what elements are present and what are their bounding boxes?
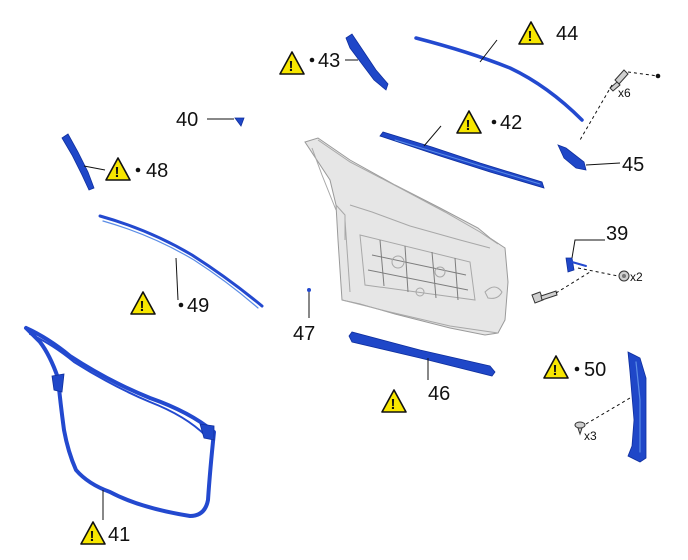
callout-50-dot	[574, 366, 580, 372]
part-40-shape	[234, 117, 245, 127]
callout-45-number: 45	[622, 154, 644, 176]
screw-50-qty: x3	[584, 429, 597, 443]
leader-lines	[83, 39, 659, 520]
warning-icon: !	[456, 110, 482, 134]
warning-mark: !	[289, 58, 294, 75]
warning-mark: !	[391, 396, 396, 413]
door-panel	[304, 137, 509, 336]
part-49-shape	[98, 214, 264, 309]
callout-45: 45	[622, 154, 644, 176]
callout-42-dot	[491, 119, 497, 125]
callout-50-number: 50	[584, 359, 606, 381]
warning-mark: !	[90, 528, 95, 545]
warning-icon: !	[80, 521, 106, 545]
callout-41: ! 41	[80, 521, 130, 546]
warning-mark: !	[140, 298, 145, 315]
warning-icon: !	[381, 389, 407, 413]
warning-icon: !	[130, 291, 156, 315]
nut-39-qty: x2	[630, 270, 643, 284]
warning-icon: !	[105, 157, 131, 181]
callout-48-dot	[135, 167, 141, 173]
part-50-shape	[627, 351, 647, 463]
callout-46: ! 46	[381, 383, 450, 413]
part-43-shape	[345, 33, 389, 91]
callout-43-number: 43	[318, 50, 340, 72]
warning-icon: !	[543, 355, 569, 379]
warning-mark: !	[553, 362, 558, 379]
warning-mark: !	[466, 117, 471, 134]
callout-42: ! 42	[456, 110, 522, 134]
callout-39: 39	[606, 223, 628, 245]
callout-44: ! 44	[518, 21, 578, 45]
part-41-shape	[24, 326, 216, 518]
part-45-shape	[557, 144, 587, 171]
callout-48-number: 48	[146, 160, 168, 182]
callout-49: ! 49	[130, 291, 209, 317]
callout-47-number: 47	[293, 323, 315, 345]
part-42-shape	[379, 131, 545, 189]
warning-mark: !	[115, 164, 120, 181]
callout-46-number: 46	[428, 383, 450, 405]
warning-icon: !	[279, 51, 305, 75]
callout-44-number: 44	[556, 23, 578, 45]
callout-39-number: 39	[606, 223, 628, 245]
callout-48: ! 48	[105, 157, 168, 182]
callout-40: 40	[176, 109, 198, 131]
callout-43-dot	[309, 57, 315, 63]
warning-icon: !	[518, 21, 544, 45]
callout-47: 47	[293, 323, 315, 345]
warning-mark: !	[528, 28, 533, 45]
callout-49-dot	[178, 302, 184, 308]
screw-50-icon	[574, 421, 586, 436]
callout-50: ! 50	[543, 355, 606, 381]
clip-44-qty: x6	[618, 86, 631, 100]
part-44-shape	[414, 36, 584, 122]
callout-49-number: 49	[187, 295, 209, 317]
callout-43: ! 43	[279, 50, 340, 75]
part-46-shape	[348, 331, 496, 377]
callout-40-number: 40	[176, 109, 198, 131]
part-48-shape	[61, 133, 95, 191]
callout-42-number: 42	[500, 112, 522, 134]
nut-39-icon	[618, 270, 630, 282]
bolt-39-icon	[531, 290, 558, 304]
callout-41-number: 41	[108, 524, 130, 546]
part-39-shape	[565, 257, 587, 273]
part-47-shape	[307, 288, 311, 292]
